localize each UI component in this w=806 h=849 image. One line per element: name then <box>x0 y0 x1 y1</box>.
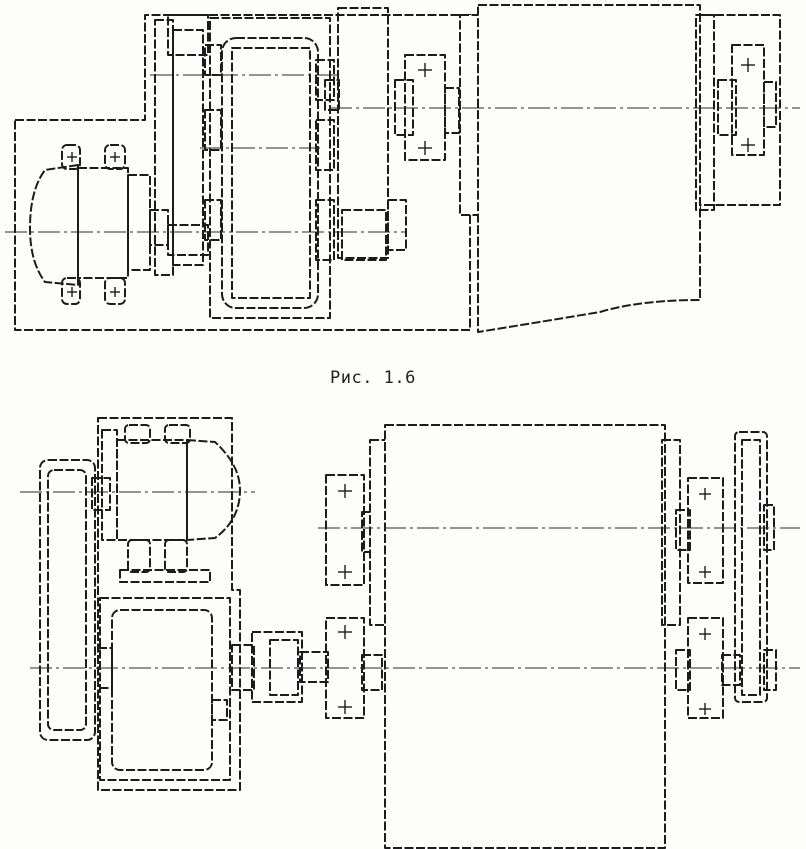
bottom-bearings-right <box>675 431 777 719</box>
top-bearing-right <box>717 44 777 156</box>
top-intermediate-housing <box>337 7 407 261</box>
bottom-reducer <box>99 597 231 781</box>
top-motor <box>29 144 169 305</box>
bottom-coupling <box>231 631 329 703</box>
top-reducer <box>209 17 340 319</box>
figure-caption: Рис. 1.6 <box>330 368 416 388</box>
diagram-top <box>5 4 800 333</box>
diagram-bottom <box>20 417 800 849</box>
bottom-motor <box>101 424 241 583</box>
top-drum <box>459 4 715 333</box>
bottom-frame <box>97 417 241 791</box>
top-gear-train <box>154 14 222 276</box>
bottom-drum <box>369 424 681 849</box>
